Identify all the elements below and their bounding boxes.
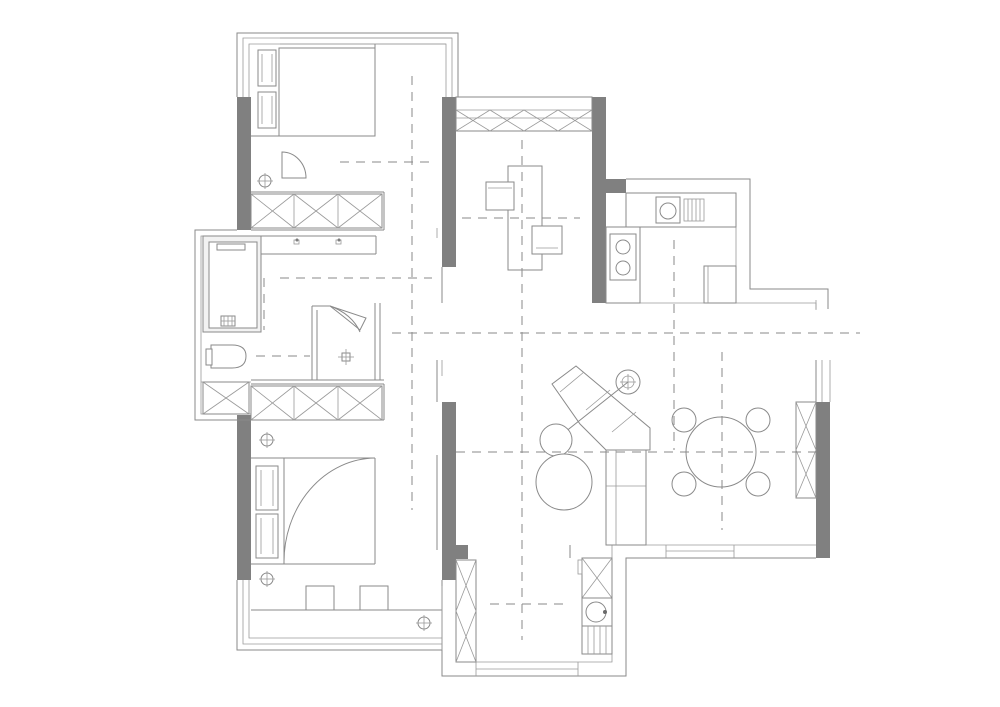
sofa-sectional [551,365,651,546]
lamp-bed2-bottom [259,571,275,587]
bed-top [278,47,376,137]
bath-toilet [210,344,247,369]
wardrobe-upper [250,193,383,229]
entry-bench [581,625,613,655]
pillar-kitchen-top [606,179,626,193]
bedroom-bottom [251,432,432,631]
pillar-left-top [237,97,251,230]
kitchen-counter-top [625,192,737,228]
kitchen-sink [655,196,681,224]
wardrobe-lower [250,385,383,421]
nightstand-top-a [257,49,277,87]
kitchen [605,192,737,304]
entry [569,545,613,655]
lamp-bed1 [257,173,273,189]
bedroom-top [257,47,376,189]
side-table-round [535,423,593,511]
pillar-center-top [442,97,456,267]
living-room [535,365,771,546]
pillar-center-bottom [442,402,456,580]
kitchen-counter-left [605,226,641,304]
bath-tiles-inner [208,241,258,329]
pillar-kitchen-left [592,97,606,303]
kitchen-stove [609,233,637,281]
wall-ticks [441,300,823,650]
wall-bedroom-bottom-inner [242,580,442,645]
door-swing-bed1 [281,151,307,179]
bed2-chair-b [359,585,389,611]
pillar-right [816,402,830,558]
wall-kitchen-outer [626,178,829,309]
kitchen-fridge [703,265,737,304]
study-chair-a [485,181,515,211]
nightstand-bed2-b [255,513,279,559]
pillar-entry [456,545,468,559]
wall-bedroom-top [236,32,459,97]
entry-basin [581,597,613,627]
nightstand-bed2-a [255,465,279,511]
lounge-chair [554,369,641,441]
reference-lines [256,76,860,640]
study-chair-b [531,225,563,255]
kitchen-drainer [683,198,705,222]
wall-living-bottom [441,557,816,677]
wardrobe-bath [202,381,250,415]
floor-drain-hall [338,349,354,365]
bath-vanity [216,243,246,251]
lamp-bed2-top [259,432,275,448]
cabinet-entry-left [455,559,477,663]
lamp-bed2-corner [416,615,432,631]
window-top-center-x [455,109,593,132]
wardrobes [202,109,817,663]
door-swing-hall [311,305,367,380]
wall-bath-outer [194,229,251,421]
wall-bedroom-bottom [236,580,442,651]
door-swing-bed2 [283,457,376,565]
nightstand-top-b [257,91,277,129]
bathroom [205,238,342,369]
shoe-cabinet [581,557,613,599]
wall-bedroom-bottom-inner2 [248,580,442,639]
structural-pillars [237,97,830,580]
hall [311,305,367,380]
pillar-left-bottom [237,415,251,580]
cabinet-right-wall [795,401,817,499]
wall-top-center [455,96,593,132]
bed2-chair-a [305,585,335,611]
